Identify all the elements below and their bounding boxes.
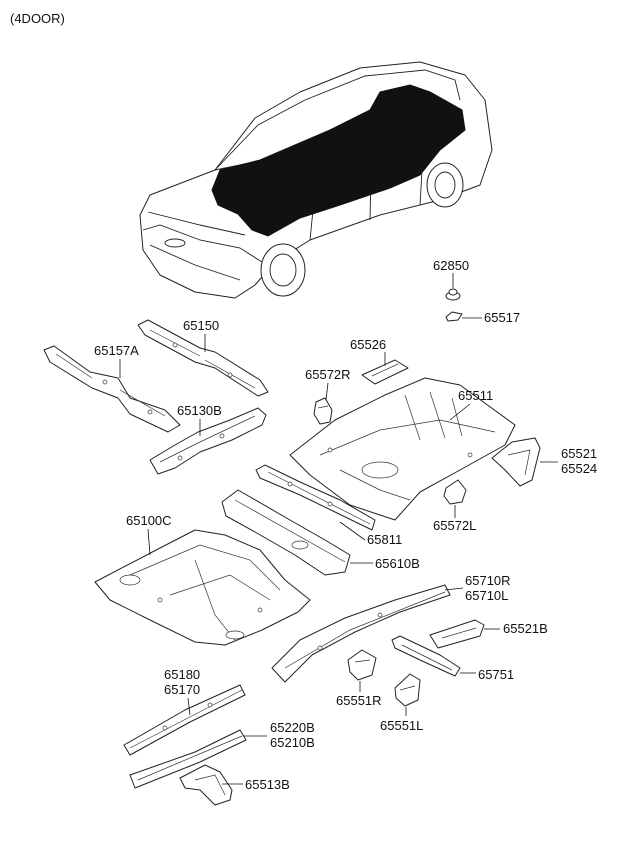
part-65157A-rail [43, 345, 181, 433]
label-65157A: 65157A [94, 343, 139, 358]
label-65100C: 65100C [126, 513, 172, 528]
part-65521-bracket [491, 437, 541, 487]
diagram-title: (4DOOR) [10, 11, 65, 26]
label-65517: 65517 [484, 310, 520, 325]
part-65710-side-member [271, 584, 451, 683]
label-65220B: 65220B [270, 720, 315, 735]
part-65551L-bracket [394, 673, 421, 707]
label-65751: 65751 [478, 667, 514, 682]
label-65170: 65170 [164, 682, 200, 697]
part-65100C-front-floor [94, 529, 311, 646]
part-65751-member [391, 635, 461, 677]
part-65811-crossmember [255, 464, 376, 531]
part-65551R-bracket [347, 649, 377, 681]
part-65220B-sill [129, 729, 247, 789]
part-65610B-crossmember [221, 489, 351, 576]
label-65572R: 65572R [305, 367, 351, 382]
label-65524: 65524 [561, 461, 597, 476]
label-65551L: 65551L [380, 718, 423, 733]
label-65150: 65150 [183, 318, 219, 333]
part-65572R-bracket [313, 397, 333, 425]
part-65150-rail [137, 319, 269, 397]
car-illustration [139, 61, 493, 299]
part-65180-rail [123, 684, 246, 756]
label-65710R: 65710R [465, 573, 511, 588]
label-65521B: 65521B [503, 621, 548, 636]
label-65551R: 65551R [336, 693, 382, 708]
label-65513B: 65513B [245, 777, 290, 792]
label-65710L: 65710L [465, 588, 508, 603]
label-62850: 62850 [433, 258, 469, 273]
label-65572L: 65572L [433, 518, 476, 533]
label-65526: 65526 [350, 337, 386, 352]
label-65521: 65521 [561, 446, 597, 461]
label-65811: 65811 [367, 532, 402, 547]
part-65521B-bracket [429, 619, 485, 649]
part-65526-bracket [361, 359, 409, 385]
label-65610B: 65610B [375, 556, 420, 571]
floor-insulation-mat [211, 84, 466, 237]
label-65180: 65180 [164, 667, 200, 682]
part-65130B-rail [149, 407, 267, 475]
label-65511: 65511 [458, 388, 493, 403]
part-65572L-bracket [443, 479, 467, 505]
label-65210B: 65210B [270, 735, 315, 750]
part-62850-clip [445, 288, 463, 322]
label-65130B: 65130B [177, 403, 222, 418]
part-65513B-bracket [179, 764, 233, 806]
